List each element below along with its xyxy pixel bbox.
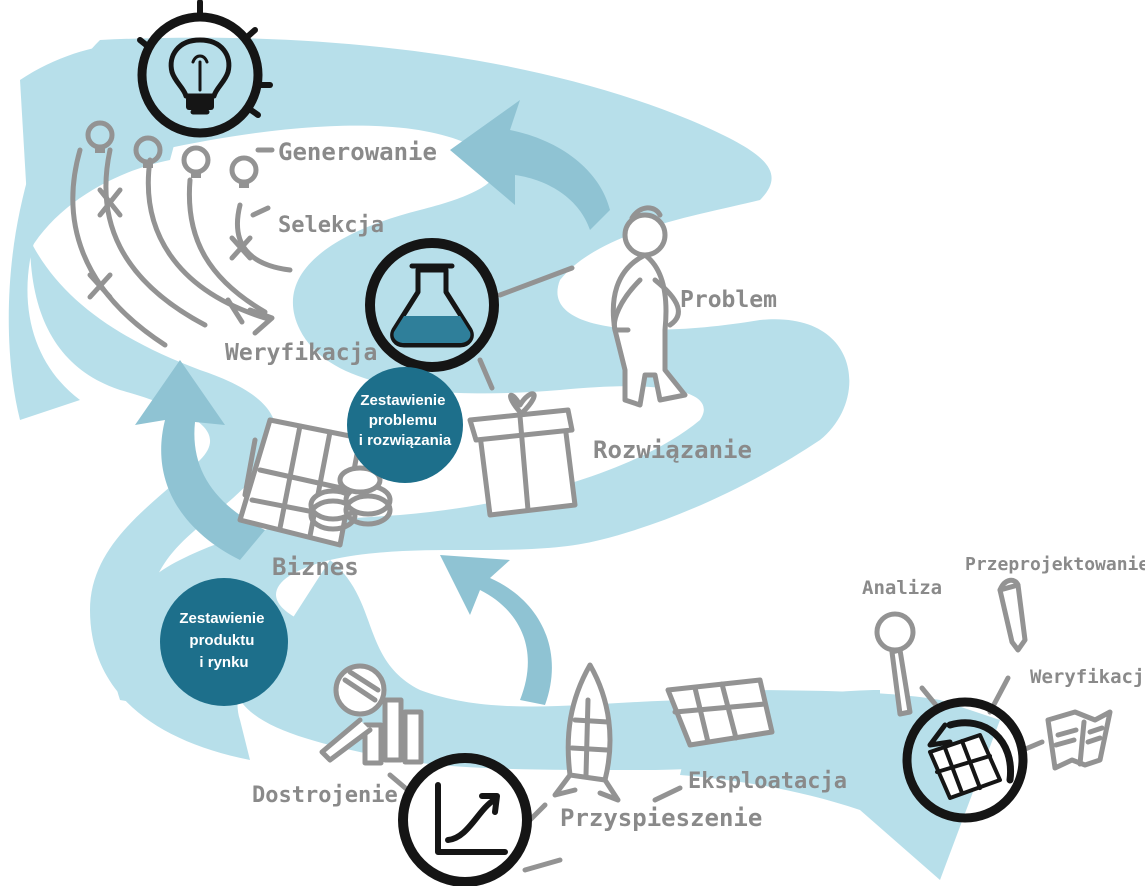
badge-line: problemu bbox=[369, 412, 437, 429]
stage-labels: Generowanie Selekcja Weryfikacja Problem… bbox=[225, 138, 1145, 832]
label-przyspieszenie: Przyspieszenie bbox=[560, 804, 762, 832]
reject-mark bbox=[97, 187, 123, 218]
label-rozwiazanie: Rozwiązanie bbox=[593, 436, 752, 464]
badge-line: i rynku bbox=[199, 654, 248, 671]
label-selekcja: Selekcja bbox=[278, 213, 384, 238]
label-problem: Problem bbox=[680, 287, 777, 313]
label-przeprojektowanie: Przeprojektowanie bbox=[965, 554, 1145, 575]
selection-lines bbox=[70, 147, 293, 348]
lightbulb-icon bbox=[168, 37, 232, 115]
growth-chart-icon bbox=[435, 782, 508, 855]
svg-text:Zestawienie produktu: Zestawienie produktu i rynku bbox=[179, 610, 268, 671]
badge-product-market: Zestawienie produktu i rynku bbox=[160, 578, 288, 706]
label-analiza: Analiza bbox=[862, 577, 942, 599]
connector bbox=[652, 785, 683, 803]
gift-icon bbox=[467, 391, 578, 518]
pen-icon bbox=[997, 577, 1028, 653]
lightbulb-icon bbox=[181, 145, 211, 178]
lightbulb-icon bbox=[133, 135, 163, 168]
coins-icon bbox=[308, 465, 393, 532]
badge-line: Zestawienie bbox=[360, 392, 445, 409]
growth-circle bbox=[387, 753, 563, 886]
cycle-icon bbox=[927, 719, 1015, 800]
reject-mark bbox=[229, 235, 253, 261]
badge-line: produktu bbox=[189, 632, 254, 649]
svg-text:Zestawienie problemu: Zestawienie problemu i rozwiązania bbox=[359, 392, 452, 449]
label-biznes: Biznes bbox=[272, 553, 359, 581]
reject-mark bbox=[87, 272, 113, 300]
magnifier-icon bbox=[319, 663, 424, 766]
experiment-circle bbox=[365, 238, 575, 391]
label-generowanie: Generowanie bbox=[278, 138, 437, 166]
badge-line: i rozwiązania bbox=[359, 432, 452, 449]
cycle-arrows bbox=[135, 100, 610, 705]
badge-line: Zestawienie bbox=[179, 610, 264, 627]
label-dostrojenie: Dostrojenie bbox=[252, 783, 398, 808]
iteration-circle bbox=[902, 675, 1045, 823]
small-bulbs bbox=[85, 120, 259, 188]
label-eksploatacja: Eksploatacja bbox=[688, 769, 847, 794]
business-canvas-icon bbox=[665, 677, 775, 748]
label-weryfikacja-top: Weryfikacja bbox=[225, 340, 377, 366]
rocket-icon bbox=[552, 662, 621, 803]
magnifier-icon bbox=[874, 611, 916, 717]
idea-circle bbox=[137, 0, 273, 138]
person-icon bbox=[610, 205, 688, 408]
lightbulb-icon bbox=[85, 120, 115, 153]
badge-problem-solution: Zestawienie problemu i rozwiązania bbox=[347, 367, 463, 483]
label-weryfikacja-right: Weryfikacja bbox=[1030, 666, 1145, 688]
lightbulb-icon bbox=[229, 155, 259, 188]
flask-icon bbox=[390, 263, 474, 348]
book-icon bbox=[1045, 709, 1113, 771]
